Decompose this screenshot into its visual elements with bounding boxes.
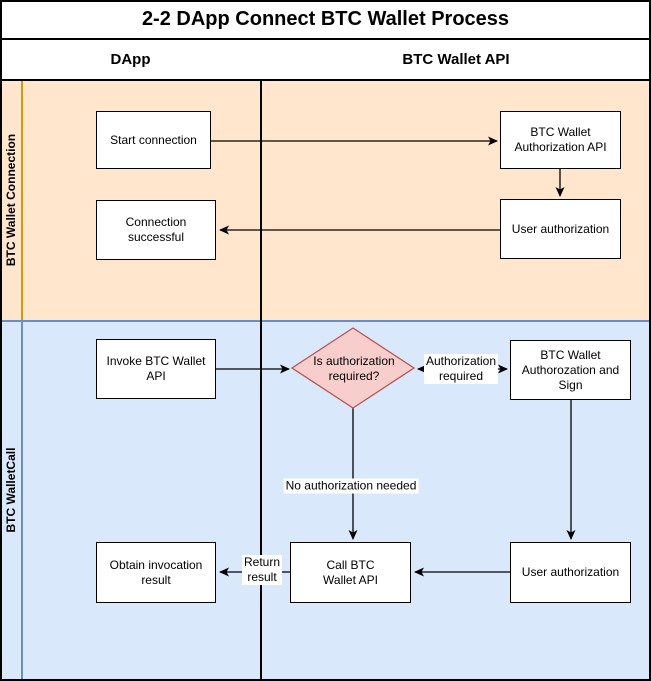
column-header-btc-wallet-api: BTC Wallet API [402, 51, 510, 68]
node-call-btc-wallet-api: Call BTC Wallet API [290, 542, 411, 603]
edge-label-authorization-required: Authorization required [423, 354, 499, 384]
column-divider [260, 40, 262, 679]
node-invoke-btc-wallet-api: Invoke BTC Wallet API [96, 339, 216, 399]
node-is-authorization-required: Is authorization required? [313, 354, 395, 383]
column-header-dapp: DApp [110, 51, 151, 68]
edge-label-return-result: Return result [241, 555, 283, 585]
node-obtain-invocation-result: Obtain invocation result [96, 542, 216, 603]
lane-top-strip-line [21, 81, 23, 320]
node-start-connection: Start connection [96, 111, 211, 169]
diagram-title: 2-2 DApp Connect BTC Wallet Process [0, 0, 651, 40]
lane-boundary-line [0, 320, 651, 322]
node-btc-wallet-authorozation-and-sign: BTC Wallet Authorozation and Sign [510, 340, 631, 400]
node-user-authorization-connection: User authorization [500, 199, 621, 259]
node-btc-wallet-authorization-api: BTC Wallet Authorization API [500, 111, 621, 169]
decision-diamond [290, 327, 416, 409]
lane-bottom-strip-line [21, 322, 23, 679]
edge-label-no-authorization-needed: No authorization needed [283, 478, 419, 494]
column-header-row: DApp BTC Wallet API [0, 40, 651, 81]
node-connection-successful: Connection successful [96, 200, 216, 260]
node-user-authorization-call: User authorization [510, 542, 631, 603]
